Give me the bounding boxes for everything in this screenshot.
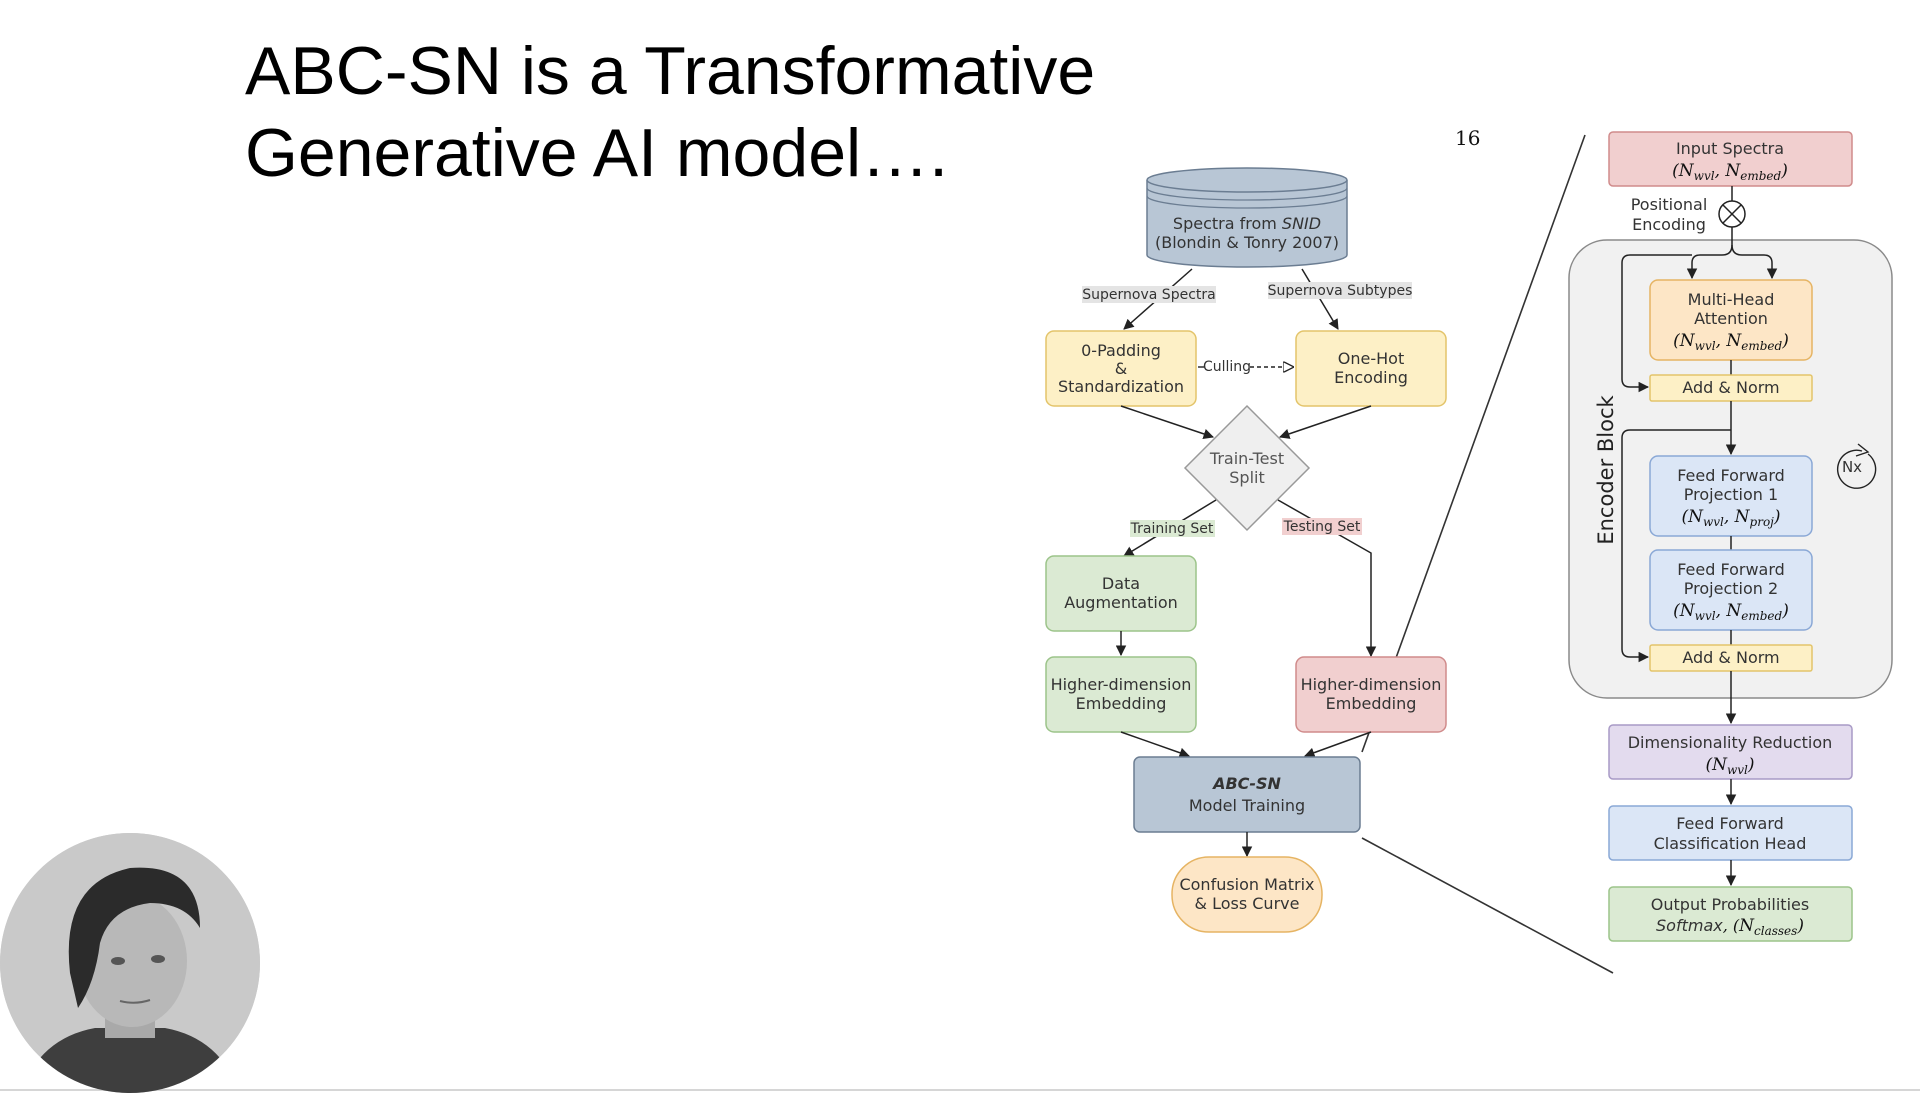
ffhead-label-2: Classification Head: [1654, 834, 1807, 853]
input-spectra-node: Input Spectra (Nwvl, Nembed): [1608, 131, 1853, 187]
encoder-block-label: Encoder Block: [1594, 394, 1618, 544]
mha-label-1: Multi-Head: [1688, 290, 1775, 309]
database-label-b: SNID: [1282, 214, 1321, 233]
padding-label-1: 0-Padding: [1081, 341, 1161, 360]
train-test-split-node: Train-Test Split: [1183, 404, 1311, 532]
positional-label-1: Positional: [1631, 195, 1708, 214]
zoom-line-lower: [1361, 837, 1614, 974]
dimensionality-reduction-node: Dimensionality Reduction (Nwvl): [1608, 724, 1853, 780]
svg-text:Softmax, (Nclasses): Softmax, (Nclasses): [1656, 916, 1804, 938]
edge-posenc-to-mha-b: [1731, 244, 1778, 280]
ffhead-label-1: Feed Forward: [1676, 814, 1784, 833]
positional-encoding-op: [1718, 200, 1746, 228]
ff2-label-2: Projection 2: [1684, 579, 1778, 598]
multi-head-attention-node: Multi-Head Attention (Nwvl, Nembed): [1649, 279, 1813, 361]
presenter-photo: [0, 833, 260, 1093]
slide-title: ABC-SN is a Transformative Generative AI…: [245, 30, 1095, 194]
supernova-spectra-label-bg: [1082, 286, 1216, 303]
database-node: Spectra from SNID (Blondin & Tonry 2007): [1146, 167, 1348, 268]
repeat-nx-icon: Nx: [1836, 443, 1877, 489]
test-embedding-label-1: Higher-dimension: [1301, 675, 1442, 694]
edge-split-to-test-embedding: [1277, 499, 1377, 658]
confusion-matrix-node: Confusion Matrix & Loss Curve: [1171, 856, 1323, 933]
culling-label: Culling: [1203, 359, 1251, 375]
augmentation-label-1: Data: [1102, 574, 1140, 593]
train-embedding-label-2: Embedding: [1076, 694, 1167, 713]
test-embedding-node: Higher-dimension Embedding: [1295, 656, 1447, 733]
testing-set-label: Testing Set: [1283, 519, 1361, 535]
output-probabilities-label: Output Probabilities: [1651, 895, 1809, 914]
padding-label-2: &: [1115, 359, 1127, 378]
training-set-label-bg: [1130, 520, 1215, 537]
stray-text: 16: [1455, 126, 1480, 150]
test-embedding-label-2: Embedding: [1326, 694, 1417, 713]
mha-label-2: Attention: [1694, 309, 1768, 328]
output-label-1: Confusion Matrix: [1179, 875, 1314, 894]
residual-edge-1: [1621, 254, 1692, 393]
dimred-label: Dimensionality Reduction: [1628, 733, 1833, 752]
add-norm-2-node: Add & Norm: [1649, 644, 1813, 672]
slide-title-line-2: Generative AI model….: [245, 115, 949, 191]
edge-padding-to-split: [1120, 405, 1214, 439]
edge-test-embedding-to-model: [1304, 731, 1372, 758]
slide-title-line-1: ABC-SN is a Transformative: [245, 33, 1096, 109]
supernova-subtypes-label-bg: [1268, 282, 1412, 299]
residual-edge-2: [1621, 429, 1731, 663]
model-label-1: ABC-SN: [1211, 774, 1281, 793]
train-embedding-label-1: Higher-dimension: [1051, 675, 1192, 694]
zoom-line-upper: [1361, 134, 1586, 753]
padding-node: 0-Padding & Standardization: [1045, 330, 1197, 407]
positional-label-2: Encoding: [1632, 215, 1706, 234]
edge-posenc-to-mha-a: [1686, 227, 1733, 280]
split-label-1: Train-Test: [1209, 449, 1284, 468]
model-label-2: Model Training: [1189, 796, 1305, 815]
onehot-label-2: Encoding: [1334, 368, 1408, 387]
edge-onehot-to-split: [1279, 405, 1372, 439]
ff1-label-2: Projection 1: [1684, 485, 1778, 504]
onehot-label-1: One-Hot: [1338, 349, 1404, 368]
edge-train-embedding-to-model: [1120, 731, 1190, 758]
feed-forward-1-node: Feed Forward Projection 1 (Nwvl, Nproj): [1649, 455, 1813, 537]
augmentation-label-2: Augmentation: [1064, 593, 1178, 612]
add-norm-2-label: Add & Norm: [1682, 648, 1779, 667]
ff2-label-1: Feed Forward: [1677, 560, 1785, 579]
supernova-subtypes-label: Supernova Subtypes: [1268, 283, 1413, 299]
database-label-2: (Blondin & Tonry 2007): [1155, 233, 1339, 252]
split-label-2: Split: [1229, 468, 1264, 487]
bottom-rule: [0, 1089, 1920, 1091]
softmax-label: Softmax: [1656, 916, 1723, 935]
ff1-label-1: Feed Forward: [1677, 466, 1785, 485]
testing-set-label-bg: [1282, 518, 1362, 535]
supernova-spectra-label: Supernova Spectra: [1082, 287, 1215, 303]
classification-head-node: Feed Forward Classification Head: [1608, 805, 1853, 861]
padding-label-3: Standardization: [1058, 377, 1184, 396]
add-norm-1-label: Add & Norm: [1682, 378, 1779, 397]
onehot-node: One-Hot Encoding: [1295, 330, 1447, 407]
add-norm-1-node: Add & Norm: [1649, 374, 1813, 402]
training-set-label: Training Set: [1130, 521, 1214, 537]
feed-forward-2-node: Feed Forward Projection 2 (Nwvl, Nembed): [1649, 549, 1813, 631]
output-label-2: & Loss Curve: [1195, 894, 1300, 913]
database-label-a: Spectra from: [1173, 214, 1282, 233]
repeat-label: Nx: [1842, 458, 1862, 476]
augmentation-node: Data Augmentation: [1045, 555, 1197, 632]
svg-text:Spectra from SNID: Spectra from SNID: [1173, 214, 1321, 233]
presenter-avatar: [0, 833, 260, 1093]
model-training-node: ABC-SN Model Training: [1133, 756, 1361, 833]
input-spectra-label: Input Spectra: [1676, 139, 1784, 158]
train-embedding-node: Higher-dimension Embedding: [1045, 656, 1197, 733]
output-probabilities-node: Output Probabilities Softmax, (Nclasses): [1608, 886, 1853, 942]
